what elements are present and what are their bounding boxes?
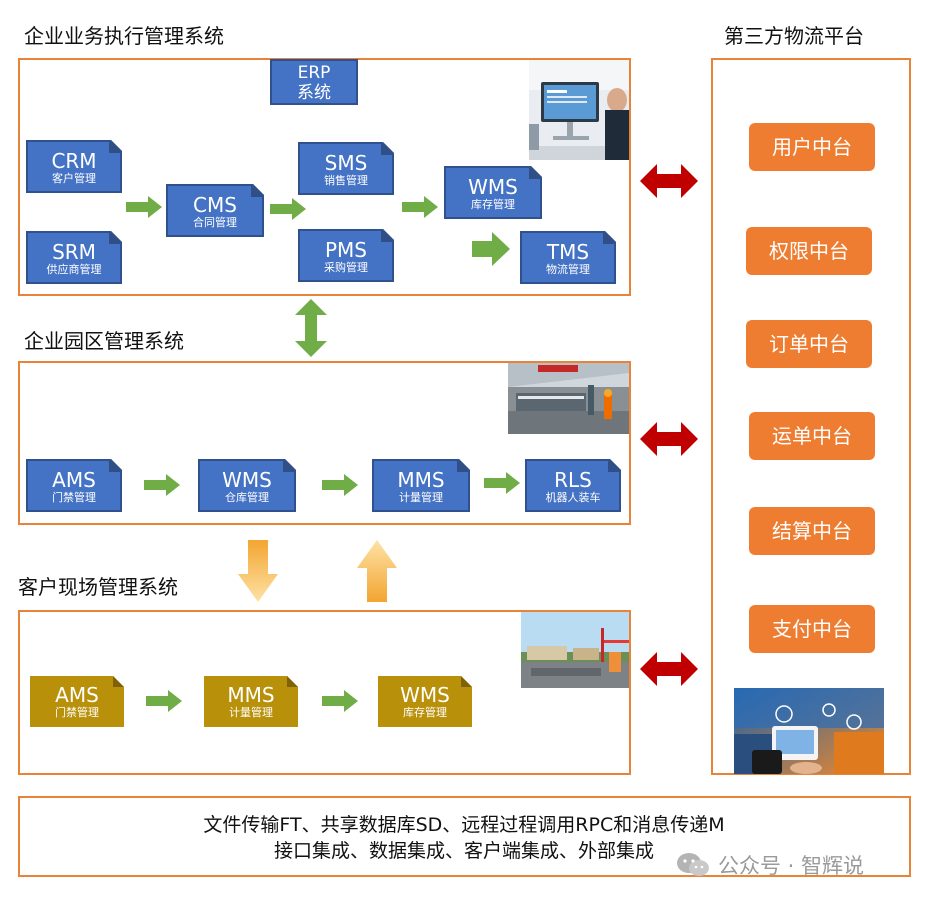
module-cms[interactable]: CMS 合同管理 (166, 184, 264, 237)
fold-corner (109, 142, 120, 153)
arrow-up-icon (357, 540, 397, 602)
fold-corner (381, 231, 392, 242)
module-park-mms[interactable]: MMS 计量管理 (372, 459, 470, 512)
fold-corner (457, 461, 468, 472)
module-abbr: MMS (397, 468, 445, 492)
module-abbr: SMS (324, 151, 368, 175)
module-abbr: WMS (400, 683, 450, 707)
platform-item-waybill[interactable]: 运单中台 (749, 412, 875, 460)
module-abbr: SRM (52, 240, 96, 264)
module-sub: 采购管理 (324, 261, 368, 274)
erp-box[interactable]: ERP 系统 (270, 59, 358, 105)
fold-corner (251, 186, 262, 197)
fold-corner (608, 461, 619, 472)
gate-photo (521, 612, 629, 688)
fold-corner (283, 461, 294, 472)
double-arrow-horizontal-icon (640, 652, 698, 686)
arrow-right-icon (146, 690, 182, 712)
module-park-wms[interactable]: WMS 仓库管理 (198, 459, 296, 512)
platform-item-settlement[interactable]: 结算中台 (749, 507, 875, 555)
watermark-text: 公众号 · 智辉说 (718, 854, 865, 878)
module-sub: 销售管理 (324, 174, 368, 187)
module-pms[interactable]: PMS 采购管理 (298, 229, 394, 282)
module-abbr: RLS (554, 468, 592, 492)
module-sub: 计量管理 (229, 706, 273, 719)
double-arrow-horizontal-icon (640, 164, 698, 198)
arrow-down-icon (238, 540, 278, 602)
module-sub: 门禁管理 (52, 491, 96, 504)
integration-frame (18, 796, 911, 877)
module-abbr: CRM (51, 149, 97, 173)
customer-section-title: 客户现场管理系统 (18, 575, 178, 599)
module-sub: 客户管理 (52, 172, 96, 185)
platform-item-payment[interactable]: 支付中台 (749, 605, 875, 653)
module-abbr: PMS (324, 238, 367, 262)
fold-corner (287, 676, 298, 687)
module-park-ams[interactable]: AMS 门禁管理 (26, 459, 122, 512)
module-sub: 库存管理 (403, 706, 447, 719)
logistics-photo (734, 688, 884, 774)
double-arrow-horizontal-icon (640, 422, 698, 456)
platform-item-user[interactable]: 用户中台 (749, 123, 875, 171)
arrow-right-icon (144, 474, 180, 496)
module-sub: 库存管理 (471, 198, 515, 211)
factory-photo (508, 363, 629, 434)
double-arrow-vertical-icon (295, 299, 327, 357)
fold-corner (381, 144, 392, 155)
fold-corner (109, 461, 120, 472)
module-sub: 仓库管理 (225, 491, 269, 504)
integration-line-1: 文件传输FT、共享数据库SD、远程过程调用RPC和消息传递M (203, 814, 725, 836)
fold-corner (113, 676, 124, 687)
module-abbr: AMS (55, 683, 99, 707)
office-photo (529, 60, 629, 160)
module-sub: 门禁管理 (55, 706, 99, 719)
integration-line-2: 接口集成、数据集成、客户端集成、外部集成 (273, 840, 654, 862)
erp-sub-label: 系统 (297, 83, 331, 103)
platform-item-permission[interactable]: 权限中台 (746, 227, 872, 275)
fold-corner (529, 168, 540, 179)
arrow-right-icon (402, 196, 438, 218)
arrow-right-icon (270, 198, 306, 220)
module-abbr: WMS (468, 175, 518, 199)
platform-section-title: 第三方物流平台 (724, 24, 864, 48)
module-wms[interactable]: WMS 库存管理 (444, 166, 542, 219)
module-sub: 合同管理 (193, 216, 237, 229)
module-sub: 计量管理 (399, 491, 443, 504)
enterprise-section-title: 企业业务执行管理系统 (24, 24, 224, 48)
module-sms[interactable]: SMS 销售管理 (298, 142, 394, 195)
module-abbr: MMS (227, 683, 275, 707)
wechat-icon (677, 853, 709, 876)
fold-corner (603, 233, 614, 244)
module-abbr: WMS (222, 468, 272, 492)
erp-label: ERP (297, 63, 331, 83)
module-crm[interactable]: CRM 客户管理 (26, 140, 122, 193)
module-abbr: AMS (52, 468, 96, 492)
module-abbr: TMS (546, 240, 590, 264)
fold-corner (461, 676, 472, 687)
module-sub: 物流管理 (546, 263, 590, 276)
arrow-right-icon (322, 474, 358, 496)
module-customer-mms[interactable]: MMS 计量管理 (204, 676, 298, 727)
arrow-right-icon (322, 690, 358, 712)
module-park-rls[interactable]: RLS 机器人装车 (525, 459, 621, 512)
park-section-title: 企业园区管理系统 (24, 329, 184, 353)
module-sub: 机器人装车 (545, 491, 601, 504)
module-srm[interactable]: SRM 供应商管理 (26, 231, 122, 284)
module-tms[interactable]: TMS 物流管理 (520, 231, 616, 284)
arrow-right-icon (126, 196, 162, 218)
fold-corner (109, 233, 120, 244)
module-customer-wms[interactable]: WMS 库存管理 (378, 676, 472, 727)
module-customer-ams[interactable]: AMS 门禁管理 (30, 676, 124, 727)
arrow-right-icon (472, 232, 510, 266)
platform-item-order[interactable]: 订单中台 (746, 320, 872, 368)
arrow-right-icon (484, 472, 520, 494)
module-sub: 供应商管理 (46, 263, 102, 276)
module-abbr: CMS (193, 193, 237, 217)
